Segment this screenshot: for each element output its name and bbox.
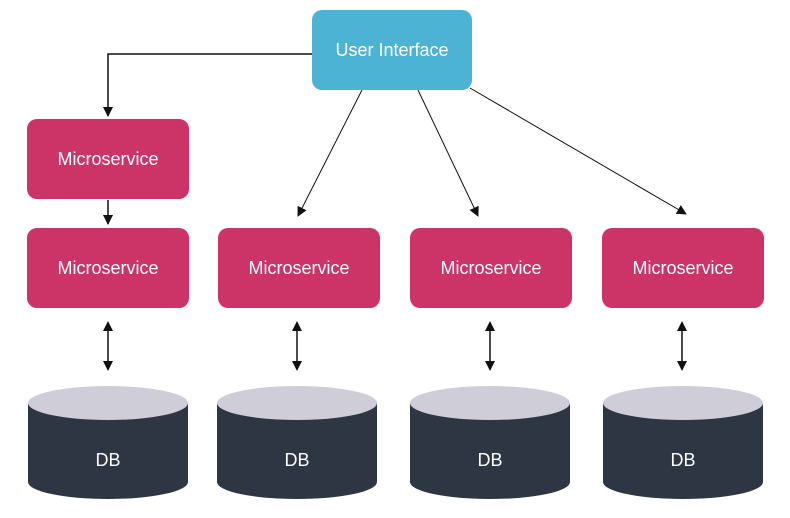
microservice-label: Microservice xyxy=(57,257,159,278)
database-label: DB xyxy=(284,450,309,470)
database-1: DB xyxy=(28,386,188,499)
database-2: DB xyxy=(217,386,377,499)
connector-ui-to-ms-1 xyxy=(103,53,312,117)
microservice-label: Microservice xyxy=(632,257,734,278)
microservice-node-3: Microservice xyxy=(218,228,380,308)
microservice-node-2: Microservice xyxy=(27,228,189,308)
user-interface-node: User Interface xyxy=(312,10,472,90)
db-link-1 xyxy=(103,321,113,371)
connector-ui-to-ms-4 xyxy=(417,89,479,217)
microservice-node-5: Microservice xyxy=(602,228,764,308)
user-interface-label: User Interface xyxy=(335,39,449,60)
microservice-node-4: Microservice xyxy=(410,228,572,308)
db-link-3 xyxy=(485,321,495,371)
microservice-label: Microservice xyxy=(248,257,350,278)
database-3: DB xyxy=(410,386,570,499)
connector-ui-to-ms-5 xyxy=(469,87,687,215)
database-label: DB xyxy=(95,450,120,470)
microservice-label: Microservice xyxy=(440,257,542,278)
database-label: DB xyxy=(477,450,502,470)
db-link-4 xyxy=(677,321,687,371)
database-4: DB xyxy=(603,386,763,499)
database-label: DB xyxy=(670,450,695,470)
microservice-node-1: Microservice xyxy=(27,119,189,199)
microservice-label: Microservice xyxy=(57,148,159,169)
db-link-2 xyxy=(292,321,302,371)
connector-ui-to-ms-3 xyxy=(297,89,363,217)
